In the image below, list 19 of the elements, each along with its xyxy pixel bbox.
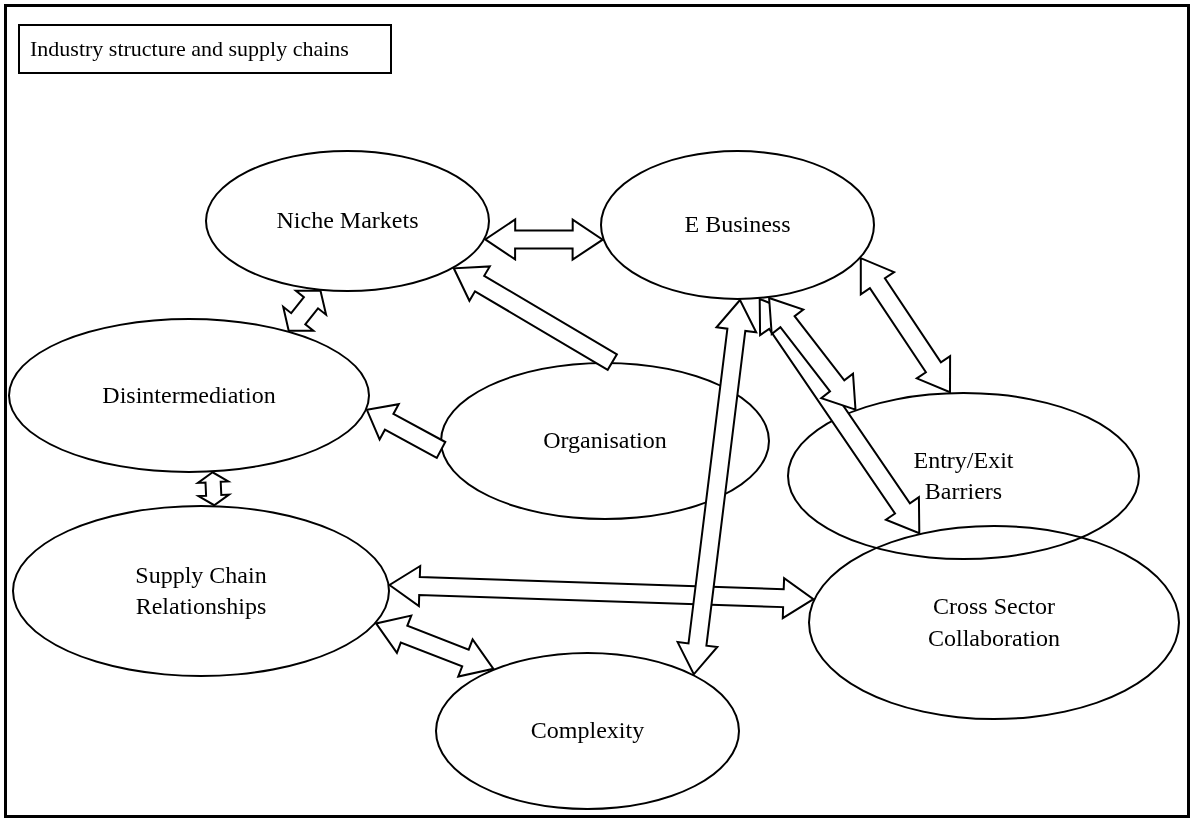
concept-label: Cross Sector Collaboration — [927, 592, 1061, 653]
concept-label: Niche Markets — [276, 206, 419, 236]
block-arrow — [365, 402, 447, 460]
diagram-title: Industry structure and supply chains — [18, 24, 392, 74]
concept-label: Entry/Exit Barriers — [912, 445, 1015, 506]
concept-label: E Business — [684, 210, 791, 240]
concept-label: Disintermediation — [102, 380, 276, 410]
concept-label: Organisation — [543, 426, 667, 456]
block-arrow — [374, 614, 496, 678]
block-arrow — [859, 256, 952, 394]
concept-label: Complexity — [530, 716, 645, 746]
block-arrow — [387, 564, 816, 620]
concept-label: Supply Chain Relationships — [134, 560, 268, 621]
block-arrow — [675, 298, 758, 677]
block-arrow — [483, 217, 605, 262]
block-arrow — [281, 289, 328, 332]
block-arrow — [452, 265, 619, 372]
block-arrow — [768, 296, 857, 412]
block-arrow — [194, 471, 233, 507]
